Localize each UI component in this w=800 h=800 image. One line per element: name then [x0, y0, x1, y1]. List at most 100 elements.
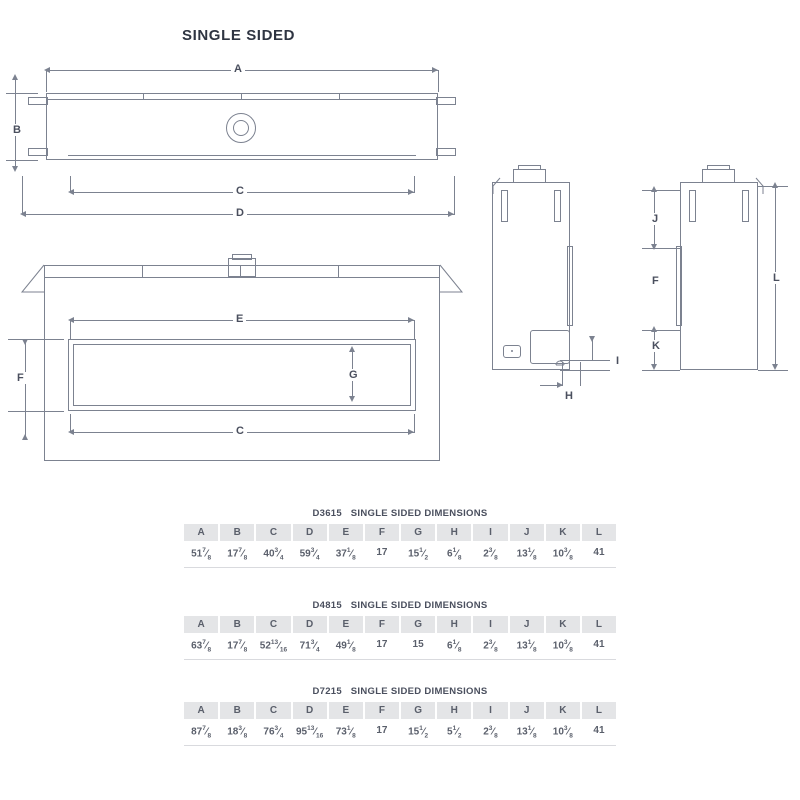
control-access-panel — [530, 330, 570, 364]
dim-label-f-side: F — [649, 275, 662, 287]
table-column-header-i: I — [473, 616, 508, 633]
table-title: D3615 SINGLE SIDED DIMENSIONS — [312, 508, 488, 519]
junction-box — [503, 345, 521, 358]
plan-seam-tick-1 — [143, 93, 144, 99]
dim-line-f-front — [25, 343, 26, 439]
table-column-header-h: H — [437, 524, 472, 541]
table-column-header-e: E — [328, 702, 363, 719]
ext-line-l-top — [758, 186, 788, 187]
right-mounting-tab-top — [436, 97, 456, 105]
table-cell: 23⁄8 — [483, 639, 498, 654]
table-column-header-a: A — [184, 616, 219, 633]
dim-line-h — [540, 385, 562, 386]
table-column-header-h: H — [437, 616, 472, 633]
table-column-header-g: G — [401, 616, 436, 633]
plan-seam-tick-3 — [339, 93, 340, 99]
left-side-slot-left — [501, 190, 508, 222]
dim-arrow-e-left — [68, 317, 74, 323]
page-title: SINGLE SIDED — [182, 27, 296, 44]
table-column-header-l: L — [581, 702, 617, 719]
dim-arrow-b-top — [12, 74, 18, 80]
table-cell: 103⁄8 — [552, 639, 573, 654]
ext-line-d-right — [454, 176, 455, 215]
ext-line-e-right — [414, 320, 415, 340]
dim-label-f-front: F — [14, 372, 27, 384]
ext-line-f-front-bottom — [8, 411, 64, 412]
table-column-header-k: K — [545, 702, 580, 719]
dim-arrow-c-front-left — [68, 429, 74, 435]
plan-bottom-seam — [68, 155, 416, 156]
ext-line-i-bottom — [560, 370, 610, 371]
table-cell: 103⁄8 — [552, 547, 573, 562]
table-column-header-b: B — [220, 702, 255, 719]
dim-label-g: G — [346, 369, 361, 381]
table-cell: 23⁄8 — [483, 547, 498, 562]
table-column-header-a: A — [184, 524, 219, 541]
table-cell: 131⁄8 — [516, 725, 537, 740]
dim-label-e: E — [233, 313, 247, 325]
table-cell: 713⁄4 — [299, 639, 320, 654]
ext-line-k-bottom — [642, 370, 680, 371]
table-title: D7215 SINGLE SIDED DIMENSIONS — [312, 686, 488, 697]
dim-arrow-l-bottom — [772, 364, 778, 370]
table-column-header-k: K — [545, 524, 580, 541]
plan-body-outline — [46, 93, 438, 160]
dim-arrow-f-front-bottom — [22, 434, 28, 440]
front-right-flange — [439, 264, 464, 293]
table-column-header-d: D — [292, 524, 327, 541]
dim-arrow-d-right — [448, 211, 454, 217]
plan-seam-tick-2 — [241, 93, 242, 99]
dim-arrow-b-bottom — [12, 166, 18, 172]
table-column-header-a: A — [184, 702, 219, 719]
table-column-header-k: K — [545, 616, 580, 633]
table-cell: 491⁄8 — [335, 639, 356, 654]
table-cell: 9513⁄16 — [295, 725, 324, 740]
table-cell: 15 — [412, 639, 424, 650]
table-cell: 51⁄2 — [447, 725, 462, 740]
left-side-flue-collar — [513, 169, 546, 183]
right-side-panel-strip — [676, 246, 682, 326]
table-column-header-c: C — [256, 524, 291, 541]
right-side-slot-right — [742, 190, 749, 222]
ext-line-h-left — [562, 362, 563, 386]
front-flue-collar — [228, 258, 256, 277]
table-cell: 177⁄8 — [227, 547, 248, 562]
table-cell: 877⁄8 — [191, 725, 212, 740]
ext-line-d-left — [22, 176, 23, 215]
table-column-header-e: E — [328, 524, 363, 541]
ext-line-f-front-top — [8, 339, 64, 340]
left-mounting-tab-top — [28, 97, 48, 105]
dim-arrow-d-left — [20, 211, 26, 217]
dim-arrow-g-top — [349, 346, 355, 352]
dim-arrow-c-plan-right — [408, 189, 414, 195]
ext-line-b-top — [6, 93, 38, 94]
table-cell: 403⁄4 — [263, 547, 284, 562]
right-mounting-tab-bottom — [436, 148, 456, 156]
left-side-chamfer — [492, 177, 501, 194]
center-port-circle-outer — [226, 113, 256, 143]
table-cell: 151⁄2 — [408, 725, 429, 740]
dim-arrow-h — [557, 382, 563, 388]
table-column-header-g: G — [401, 702, 436, 719]
front-flue-collar-cap — [232, 254, 252, 260]
table-column-header-f: F — [364, 524, 400, 541]
right-side-slot-left — [689, 190, 696, 222]
dim-arrow-k-bottom — [651, 364, 657, 370]
dim-arrow-j-bottom — [651, 244, 657, 250]
table-column-header-l: L — [581, 616, 617, 633]
table-cell: 151⁄2 — [408, 547, 429, 562]
table-title: D4815 SINGLE SIDED DIMENSIONS — [312, 600, 488, 611]
table-column-header-e: E — [328, 616, 363, 633]
left-side-slot-right — [554, 190, 561, 222]
dim-label-c-plan: C — [233, 185, 247, 197]
front-top-band — [44, 277, 440, 278]
